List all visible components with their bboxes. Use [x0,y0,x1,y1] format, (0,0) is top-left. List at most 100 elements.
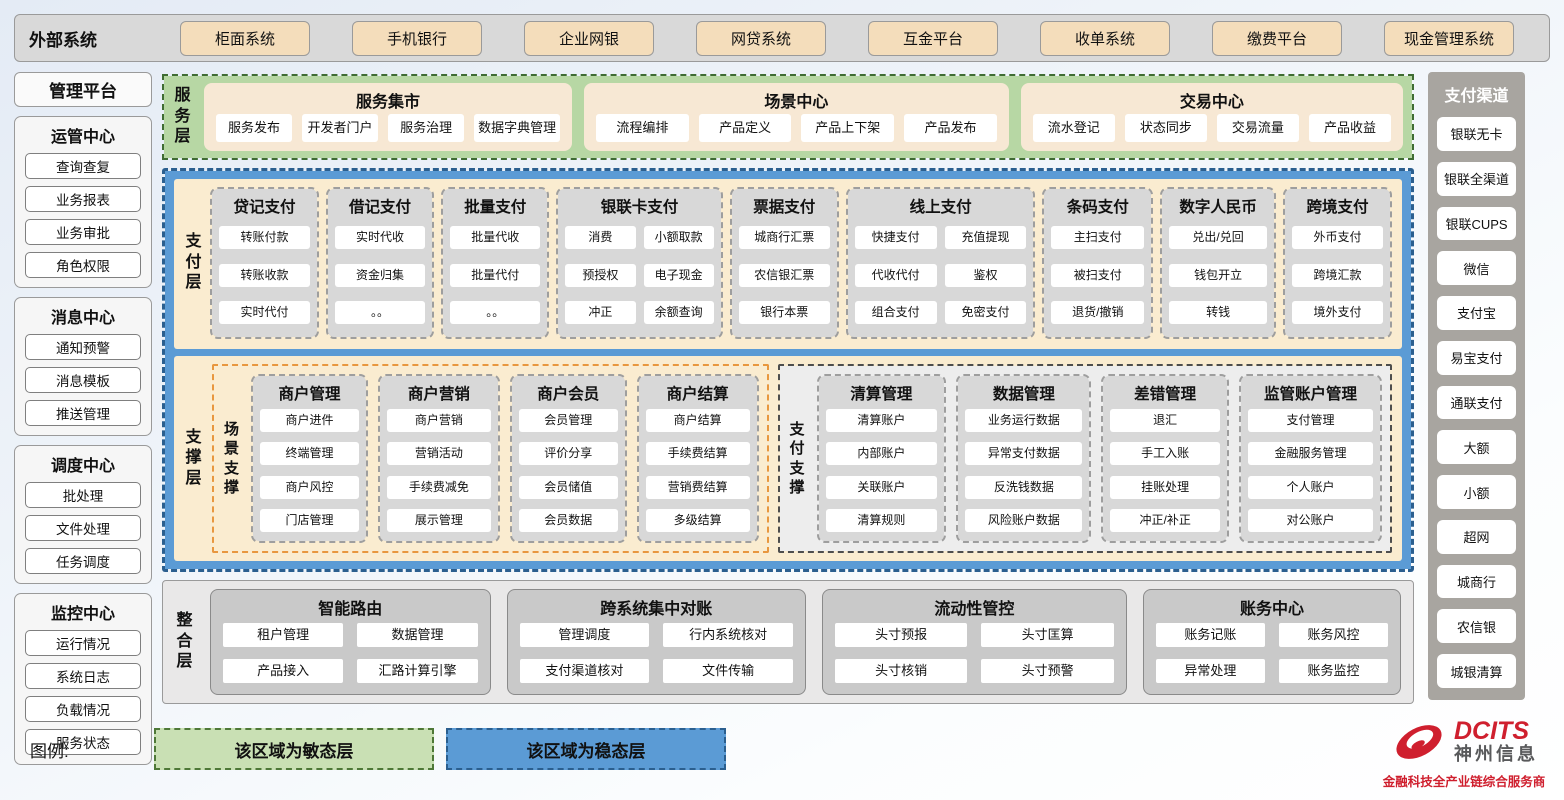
payment-item-button[interactable]: 跨境汇款 [1292,263,1383,287]
support-item-button[interactable]: 终端管理 [260,442,359,466]
management-item-button[interactable]: 系统日志 [25,663,141,689]
support-item-button[interactable]: 会员管理 [518,409,618,433]
support-item-button[interactable]: 展示管理 [386,508,491,532]
support-item-button[interactable]: 冲正/补正 [1110,508,1220,532]
integration-item-button[interactable]: 头寸预报 [834,623,968,648]
integration-item-button[interactable]: 租户管理 [223,623,344,648]
integration-item-button[interactable]: 头寸核销 [834,658,968,683]
payment-item-button[interactable]: 批量代收 [450,226,541,250]
channel-button[interactable]: 超网 [1437,519,1516,554]
integration-item-button[interactable]: 汇路计算引擎 [357,658,478,683]
support-item-button[interactable]: 风险账户数据 [965,508,1083,532]
payment-item-button[interactable]: 鉴权 [944,263,1027,287]
payment-item-button[interactable]: 消费 [565,226,636,250]
management-item-button[interactable]: 推送管理 [25,400,141,426]
integration-item-button[interactable]: 行内系统核对 [663,623,793,648]
channel-button[interactable]: 城银清算 [1437,654,1516,688]
support-item-button[interactable]: 挂账处理 [1110,475,1220,499]
integration-item-button[interactable]: 账务监控 [1278,658,1389,683]
payment-item-button[interactable]: 电子现金 [643,263,714,287]
support-item-button[interactable]: 手续费结算 [645,442,750,466]
support-item-button[interactable]: 手工入账 [1110,442,1220,466]
payment-item-button[interactable]: 转账付款 [219,226,310,250]
management-item-button[interactable]: 运行情况 [25,630,141,656]
support-item-button[interactable]: 商户营销 [386,409,491,433]
external-system-button[interactable]: 缴费平台 [1212,20,1342,56]
management-item-button[interactable]: 角色权限 [25,252,141,278]
service-item-button[interactable]: 开发者门户 [302,114,379,143]
management-item-button[interactable]: 负载情况 [25,696,141,722]
payment-item-button[interactable]: 实时代付 [219,300,310,324]
payment-item-button[interactable]: 。。 [334,300,426,324]
channel-button[interactable]: 易宝支付 [1437,340,1516,375]
support-item-button[interactable]: 多级结算 [645,508,750,532]
channel-button[interactable]: 农信银 [1437,609,1516,644]
management-item-button[interactable]: 通知预警 [25,334,141,360]
service-item-button[interactable]: 产品上下架 [801,114,895,143]
channel-button[interactable]: 银联无卡 [1437,117,1516,151]
support-item-button[interactable]: 商户结算 [645,409,750,433]
support-item-button[interactable]: 营销费结算 [645,475,750,499]
channel-button[interactable]: 银联全渠道 [1437,161,1516,196]
management-item-button[interactable]: 消息模板 [25,367,141,393]
service-item-button[interactable]: 产品收益 [1308,114,1391,143]
payment-item-button[interactable]: 钱包开立 [1169,263,1267,287]
management-item-button[interactable]: 查询查复 [25,153,141,179]
management-item-button[interactable]: 业务报表 [25,186,141,212]
support-item-button[interactable]: 个人账户 [1247,475,1373,499]
integration-item-button[interactable]: 数据管理 [357,623,478,648]
integration-item-button[interactable]: 账务记账 [1155,623,1265,648]
integration-item-button[interactable]: 文件传输 [663,658,793,683]
support-item-button[interactable]: 异常支付数据 [965,442,1083,466]
payment-item-button[interactable]: 资金归集 [334,263,426,287]
external-system-button[interactable]: 收单系统 [1040,20,1170,56]
support-item-button[interactable]: 退汇 [1110,409,1220,433]
support-item-button[interactable]: 清算规则 [825,508,938,532]
management-item-button[interactable]: 业务审批 [25,219,141,245]
integration-item-button[interactable]: 异常处理 [1155,658,1265,683]
payment-item-button[interactable]: 农信银汇票 [738,263,830,287]
service-item-button[interactable]: 交易流量 [1216,114,1299,143]
integration-item-button[interactable]: 支付渠道核对 [519,658,650,683]
service-item-button[interactable]: 产品定义 [698,114,792,143]
payment-item-button[interactable]: 境外支付 [1292,300,1383,324]
payment-item-button[interactable]: 预授权 [565,263,636,287]
external-system-button[interactable]: 现金管理系统 [1384,20,1514,56]
payment-item-button[interactable]: 主扫支付 [1051,226,1145,250]
payment-item-button[interactable]: 被扫支付 [1051,263,1145,287]
channel-button[interactable]: 银联CUPS [1437,206,1516,241]
service-item-button[interactable]: 服务治理 [388,114,465,143]
support-item-button[interactable]: 清算账户 [825,409,938,433]
payment-item-button[interactable]: 退货/撤销 [1051,300,1145,324]
external-system-button[interactable]: 柜面系统 [180,20,310,56]
support-item-button[interactable]: 反洗钱数据 [965,475,1083,499]
payment-item-button[interactable]: 小额取款 [643,226,714,250]
channel-button[interactable]: 小额 [1437,475,1516,509]
payment-item-button[interactable]: 组合支付 [854,300,937,324]
integration-item-button[interactable]: 产品接入 [223,658,344,683]
channel-button[interactable]: 大额 [1437,430,1516,465]
integration-item-button[interactable]: 管理调度 [519,623,650,648]
support-item-button[interactable]: 会员数据 [518,508,618,532]
payment-item-button[interactable]: 银行本票 [738,300,830,324]
service-item-button[interactable]: 服务发布 [216,114,293,143]
support-item-button[interactable]: 关联账户 [825,475,938,499]
management-item-button[interactable]: 任务调度 [25,548,141,574]
payment-item-button[interactable]: 转账收款 [219,263,310,287]
management-item-button[interactable]: 服务状态 [25,729,141,755]
integration-item-button[interactable]: 账务风控 [1278,623,1389,648]
payment-item-button[interactable]: 批量代付 [450,263,541,287]
support-item-button[interactable]: 商户风控 [260,475,359,499]
integration-item-button[interactable]: 头寸预警 [981,658,1114,683]
channel-button[interactable]: 微信 [1437,251,1516,286]
support-item-button[interactable]: 手续费减免 [386,475,491,499]
support-item-button[interactable]: 内部账户 [825,442,938,466]
payment-item-button[interactable]: 。。 [450,300,541,324]
payment-item-button[interactable]: 外币支付 [1292,226,1383,250]
service-item-button[interactable]: 数据字典管理 [474,114,561,143]
service-item-button[interactable]: 状态同步 [1124,114,1207,143]
support-item-button[interactable]: 商户进件 [260,409,359,433]
integration-item-button[interactable]: 头寸匡算 [981,623,1114,648]
support-item-button[interactable]: 营销活动 [386,442,491,466]
external-system-button[interactable]: 手机银行 [352,20,482,56]
